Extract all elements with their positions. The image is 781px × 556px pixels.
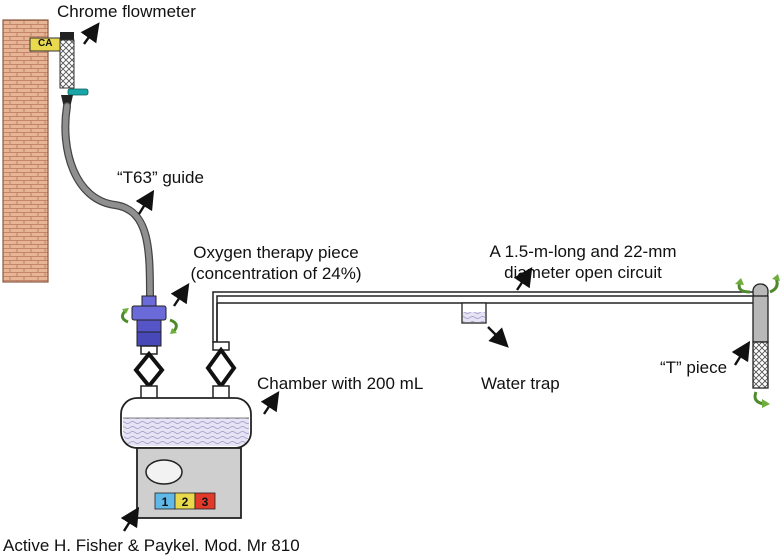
flowmeter-teal-knob[interactable]	[67, 88, 89, 96]
humidifier-base: 1 2 3	[136, 447, 242, 519]
t-piece-callout-arrow	[731, 340, 751, 366]
dial-3[interactable]	[194, 492, 216, 510]
chamber-callout-arrow	[260, 391, 280, 415]
oxygen-therapy-piece-label: Oxygen therapy piece (concentration of 2…	[186, 242, 366, 284]
circuit-callout-arrow	[513, 267, 533, 291]
humidifier-chamber	[120, 397, 252, 449]
humidifier-callout-arrow	[120, 506, 140, 532]
humidifier-display	[145, 459, 183, 485]
dial-3-label: 3	[202, 495, 209, 509]
water-trap-label: Water trap	[481, 374, 560, 393]
t-piece	[752, 283, 769, 389]
humidifier-label: Active H. Fisher & Paykel. Mod. Mr 810	[3, 536, 300, 555]
open-circuit-label: A 1.5-m-long and 22-mm diameter open cir…	[487, 241, 679, 283]
chamber-label: Chamber with 200 mL	[257, 374, 424, 393]
circuit-label-line1: A 1.5-m-long and 22-mm	[489, 242, 677, 261]
guide-label: “T63” guide	[117, 168, 204, 187]
flowmeter-label: Chrome flowmeter	[57, 2, 196, 21]
guide-callout-arrow	[135, 189, 155, 215]
brick-wall	[2, 19, 49, 283]
oxygen-piece-label-line2: (concentration of 24%)	[190, 264, 362, 283]
water-trap-callout-arrow	[487, 326, 509, 348]
circuit-label-line2: diameter open circuit	[504, 263, 662, 282]
oxygen-piece-callout-arrow	[170, 283, 190, 307]
oxygen-piece-label-line1: Oxygen therapy piece	[193, 243, 359, 262]
dial-2-label: 2	[182, 495, 189, 509]
t-piece-label: “T” piece	[660, 358, 728, 377]
flowmeter-callout-arrow	[80, 22, 100, 45]
t-piece-arrow-top-right	[769, 277, 779, 294]
flowmeter-cap	[60, 32, 74, 40]
dial-1-label: 1	[162, 495, 169, 509]
water-trap	[461, 302, 487, 324]
flowmeter-tube	[59, 39, 75, 89]
oxygen-therapy-piece	[131, 295, 167, 347]
flowmeter-tag: CA	[38, 38, 53, 49]
